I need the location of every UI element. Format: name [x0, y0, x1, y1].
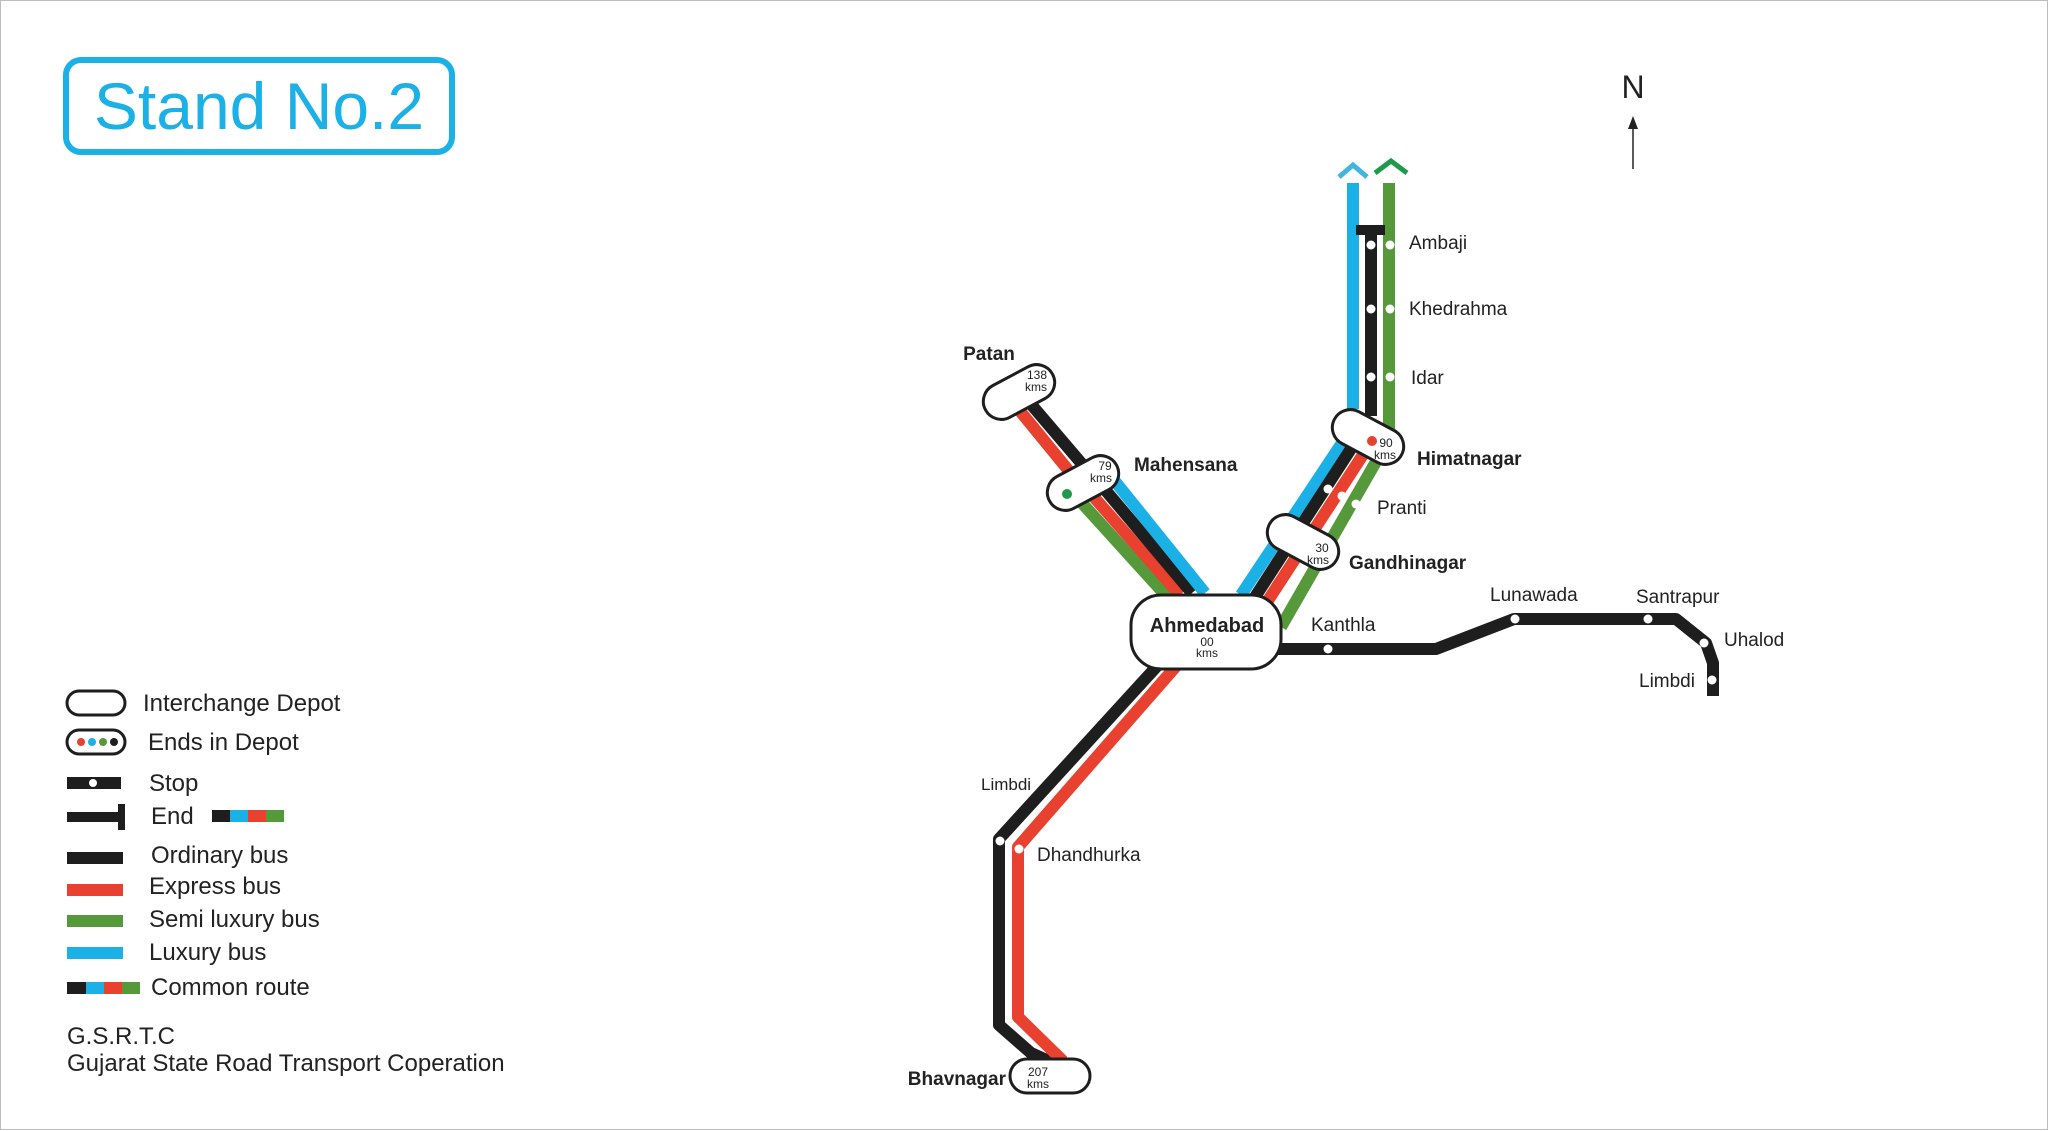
stop-ambaji-ordinary[interactable]: [1366, 240, 1376, 250]
stop-label-ambaji: Ambaji: [1409, 233, 1467, 254]
legend-ordinary-bus: Ordinary bus: [151, 842, 288, 869]
legend-common-route-icon: [67, 982, 140, 994]
stop-khedrahma-semi[interactable]: [1385, 304, 1395, 314]
stop-ambaji-semi[interactable]: [1385, 240, 1395, 250]
depot-himatnagar-km: 90: [1379, 436, 1393, 450]
stop-pranti-ordinary[interactable]: [1323, 484, 1333, 494]
stop-label-uhalod: Uhalod: [1724, 630, 1784, 651]
north-compass: N: [1621, 69, 1645, 169]
stop-label-kanthla: Kanthla: [1311, 615, 1376, 636]
semi-luxury-continues-north-icon: [1373, 157, 1409, 175]
legend-semi-luxury-bus: Semi luxury bus: [149, 906, 320, 933]
legend-interchange-depot: Interchange Depot: [143, 690, 341, 717]
stop-label-limbdi-south: Limbdi: [981, 775, 1031, 794]
legend-stop: Stop: [149, 770, 198, 797]
depot-bhavnagar-unit: kms: [1027, 1077, 1049, 1091]
stop-label-idar: Idar: [1411, 368, 1444, 389]
legend-stop-dot: [89, 779, 97, 787]
legend-end-icon: [67, 812, 123, 822]
legend-ordinary-swatch: [67, 852, 123, 864]
stop-uhalod[interactable]: [1699, 638, 1709, 648]
stop-label-khedrahma: Khedrahma: [1409, 299, 1508, 320]
luxury-continues-north-icon: [1337, 161, 1369, 179]
stop-khedrahma-ordinary[interactable]: [1366, 304, 1376, 314]
legend-end: End: [151, 803, 194, 830]
stop-label-santrapur: Santrapur: [1636, 587, 1720, 608]
credit-abbr: G.S.R.T.C: [67, 1023, 175, 1050]
legend-dot-blue: [88, 738, 96, 746]
depot-mahensana-km: 79: [1098, 459, 1112, 473]
credit-full: Gujarat State Road Transport Coperation: [67, 1050, 505, 1077]
legend-end-colors-icon: [212, 810, 284, 822]
depot-mahensana-unit: kms: [1090, 471, 1112, 485]
ordinary-route-mahensana: [1086, 469, 1197, 597]
depot-patan-km: 138: [1027, 368, 1047, 382]
legend-express-swatch: [67, 884, 123, 896]
legend-common-route: Common route: [151, 974, 310, 1001]
legend-dot-red: [77, 738, 85, 746]
stop-lunawada[interactable]: [1510, 614, 1520, 624]
legend-dot-green: [99, 738, 107, 746]
ordinary-route-east: [1273, 613, 1719, 696]
legend-luxury-swatch: [67, 947, 123, 959]
legend-ends-in-depot: Ends in Depot: [148, 729, 299, 756]
depot-gandhinagar-unit: kms: [1307, 553, 1329, 567]
luxury-route-himatnagar: [1236, 430, 1353, 599]
stop-label-lunawada: Lunawada: [1490, 585, 1578, 606]
depot-himatnagar[interactable]: 90 kms: [1326, 403, 1410, 470]
depot-gandhinagar[interactable]: 30 kms: [1261, 508, 1345, 575]
depot-patan-name: Patan: [963, 344, 1015, 365]
legend-express-bus: Express bus: [149, 873, 281, 900]
depot-ahmedabad-km: 00: [1200, 635, 1214, 649]
depot-mahensana-name: Mahensana: [1134, 455, 1238, 476]
stop-idar-ordinary[interactable]: [1366, 372, 1376, 382]
legend-end-bar: [118, 804, 125, 830]
stop-pranti-semi[interactable]: [1351, 499, 1361, 509]
stop-kanthla[interactable]: [1323, 644, 1333, 654]
legend-dot-black: [110, 738, 118, 746]
ends-semi-luxury-dot: [1062, 489, 1072, 499]
legend-interchange-depot-icon: [65, 689, 127, 717]
stop-limbdi-south[interactable]: [995, 836, 1005, 846]
ends-express-dot: [1367, 436, 1377, 446]
stand-title: Stand No.2: [63, 57, 455, 155]
ordinary-route-patan: [1019, 392, 1087, 468]
depot-bhavnagar-km: 207: [1028, 1065, 1048, 1079]
depot-patan-unit: kms: [1025, 380, 1047, 394]
stop-dots: [995, 240, 1717, 854]
stop-pranti-express[interactable]: [1337, 491, 1347, 501]
depot-ahmedabad[interactable]: Ahmedabad 00 kms: [1129, 593, 1283, 671]
stop-santrapur[interactable]: [1643, 614, 1653, 624]
express-route-himatnagar: [1261, 443, 1374, 606]
depot-bhavnagar[interactable]: 207 kms: [1008, 1057, 1092, 1095]
legend-semi-luxury-swatch: [67, 915, 123, 927]
stop-label-pranti: Pranti: [1377, 498, 1427, 519]
depot-mahensana[interactable]: 79 kms: [1041, 449, 1125, 516]
legend-luxury-bus: Luxury bus: [149, 939, 266, 966]
depot-ahmedabad-unit: kms: [1196, 646, 1218, 660]
depot-himatnagar-unit: kms: [1374, 448, 1396, 462]
depot-gandhinagar-km: 30: [1315, 541, 1329, 555]
ordinary-route-himatnagar: [1249, 437, 1362, 601]
depot-ahmedabad-name: Ahmedabad: [1150, 615, 1264, 637]
ordinary-route-bhavnagar: [993, 659, 1164, 1069]
north-arrow-icon: [1628, 116, 1638, 129]
depot-gandhinagar-name: Gandhinagar: [1349, 553, 1467, 574]
depot-himatnagar-name: Himatnagar: [1417, 449, 1522, 470]
legend: Interchange Depot Ends in Depot Stop End: [65, 689, 341, 1001]
stand-title-text: Stand No.2: [93, 69, 425, 143]
depot-bhavnagar-name: Bhavnagar: [908, 1069, 1007, 1090]
stop-limbdi-east[interactable]: [1707, 675, 1717, 685]
depot-patan[interactable]: 138 kms: [977, 358, 1061, 425]
express-route-bhavnagar: [1012, 660, 1183, 1066]
stop-label-dhandhurka: Dhandhurka: [1037, 845, 1141, 866]
stop-labels: Ambaji Khedrahma Idar Pranti Kanthla Lun…: [981, 233, 1784, 866]
luxury-route-mahensana: [1100, 465, 1210, 597]
compass-label: N: [1621, 69, 1644, 105]
stop-label-limbdi-east: Limbdi: [1639, 671, 1695, 692]
stop-dhandhurka[interactable]: [1014, 844, 1024, 854]
stop-idar-semi[interactable]: [1385, 372, 1395, 382]
